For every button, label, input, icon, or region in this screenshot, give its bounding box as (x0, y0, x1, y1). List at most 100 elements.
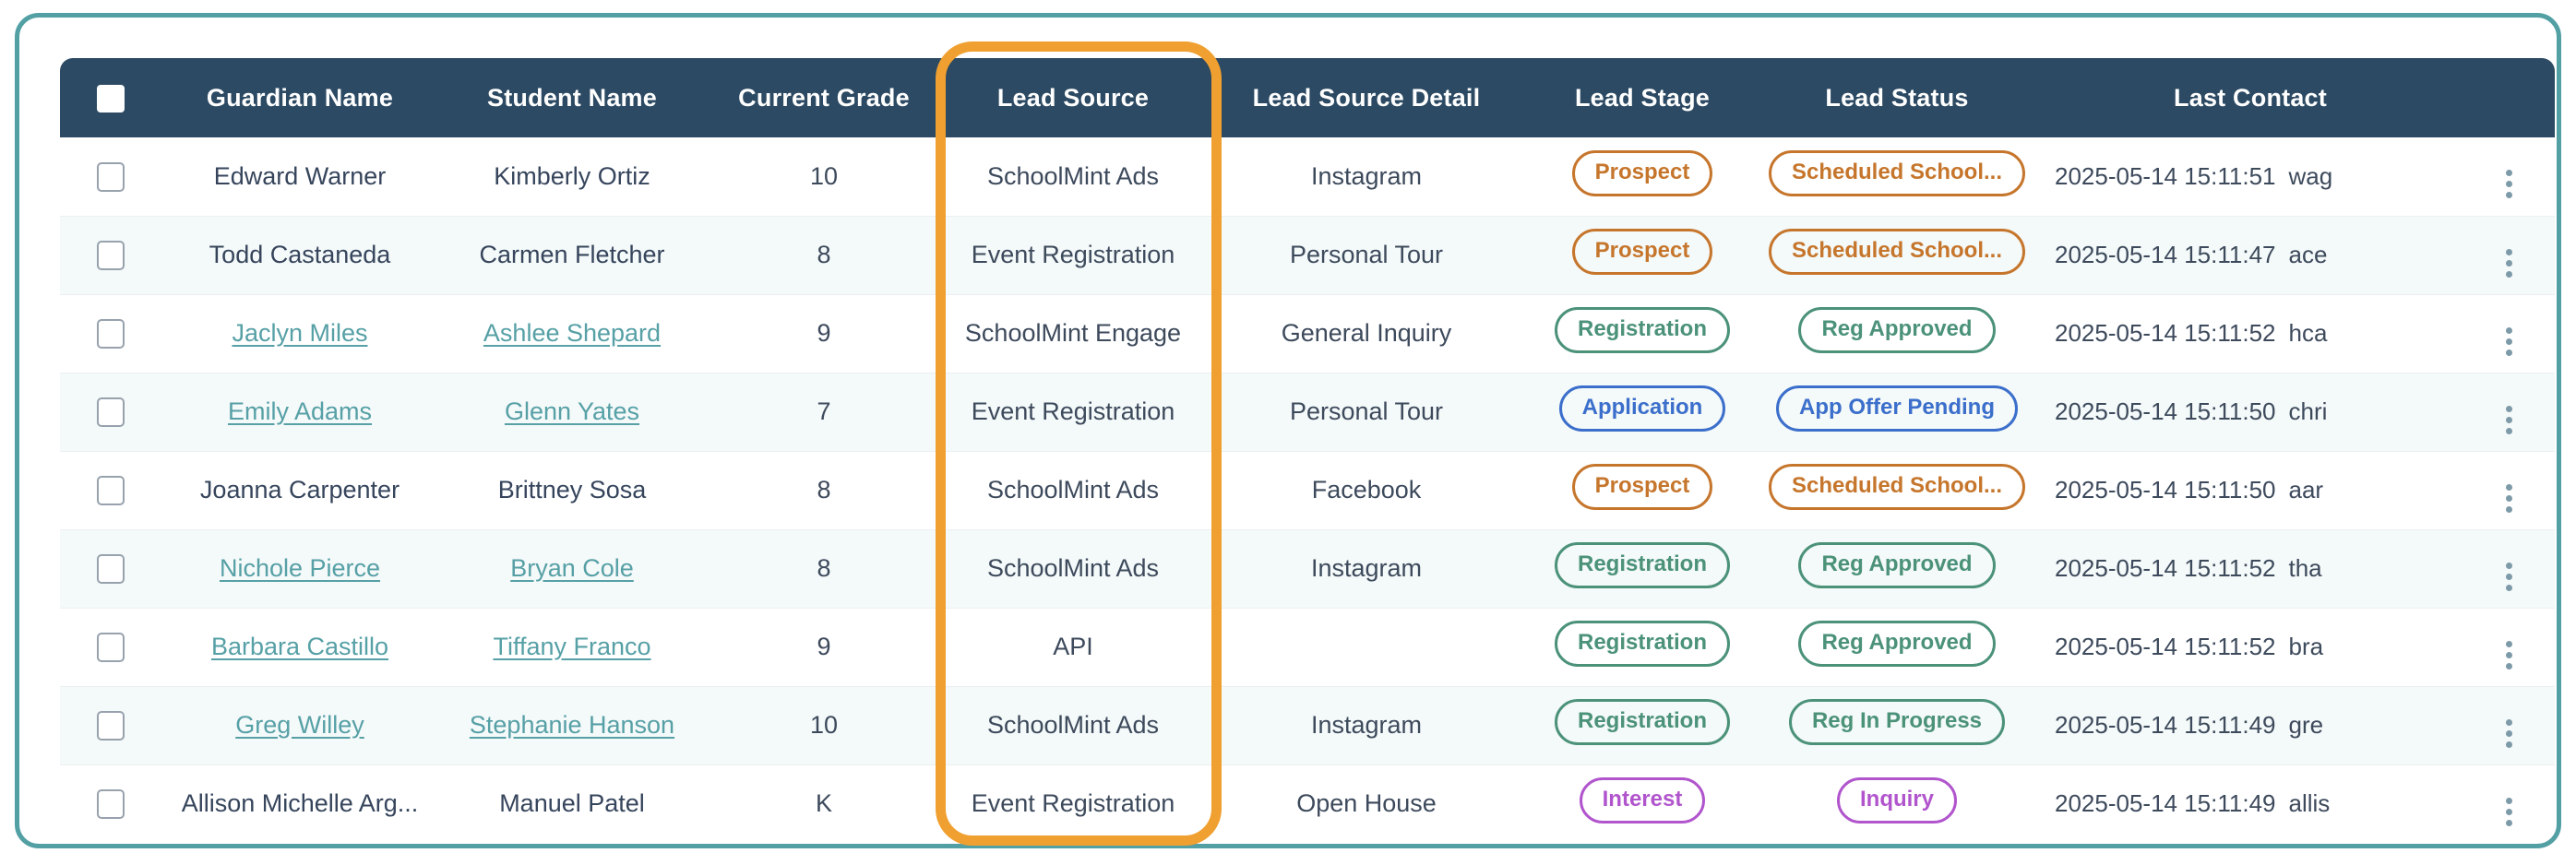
row-actions-cell[interactable] (2463, 372, 2555, 451)
guardian-name-link[interactable]: Nichole Pierce (219, 554, 381, 582)
header-last-contact[interactable]: Last Contact (2038, 58, 2463, 137)
lead-status-badge[interactable]: Reg In Progress (1788, 699, 2006, 745)
row-select-cell[interactable] (60, 764, 161, 840)
student-name[interactable]: Stephanie Hanson (438, 685, 706, 764)
select-all-checkbox[interactable] (97, 84, 125, 113)
row-actions-cell[interactable] (2463, 137, 2555, 216)
row-menu-icon[interactable] (2505, 483, 2512, 513)
row-menu-icon[interactable] (2505, 640, 2512, 669)
row-actions-cell[interactable] (2463, 685, 2555, 764)
guardian-name-link[interactable]: Greg Willey (235, 711, 364, 739)
last-contact-truncated-text: ace (2288, 241, 2328, 268)
lead-status-badge[interactable]: Inquiry (1836, 777, 1957, 824)
row-checkbox[interactable] (97, 397, 125, 427)
guardian-name-link[interactable]: Emily Adams (227, 397, 373, 425)
lead-source-detail: General Inquiry (1204, 293, 1529, 373)
student-name[interactable]: Glenn Yates (438, 372, 706, 451)
student-name-link[interactable]: Tiffany Franco (493, 633, 651, 660)
guardian-name[interactable]: Jaclyn Miles (161, 293, 438, 373)
lead-stage-badge[interactable]: Prospect (1571, 149, 1713, 196)
student-name[interactable]: Bryan Cole (438, 528, 706, 608)
row-menu-icon[interactable] (2505, 797, 2512, 826)
row-checkbox[interactable] (97, 632, 125, 662)
student-name-link[interactable]: Ashlee Shepard (483, 319, 662, 347)
lead-stage-badge[interactable]: Interest (1579, 777, 1706, 824)
lead-status-badge[interactable]: Scheduled School... (1768, 464, 2026, 510)
row-checkbox[interactable] (97, 710, 125, 741)
guardian-name[interactable]: Barbara Castillo (161, 607, 438, 686)
row-select-cell[interactable] (60, 685, 161, 764)
lead-status-badge[interactable]: Reg Approved (1798, 542, 1996, 588)
row-checkbox[interactable] (97, 318, 125, 349)
row-menu-icon[interactable] (2505, 248, 2512, 278)
row-select-cell[interactable] (60, 215, 161, 294)
student-name-link[interactable]: Bryan Cole (510, 554, 634, 582)
header-guardian-name[interactable]: Guardian Name (161, 58, 438, 137)
guardian-name[interactable]: Greg Willey (161, 685, 438, 764)
row-select-cell[interactable] (60, 607, 161, 686)
lead-status-badge[interactable]: Scheduled School... (1768, 229, 2026, 275)
guardian-name-text: Joanna Carpenter (199, 476, 400, 504)
last-contact-timestamp: 2025-05-14 15:11:50 (2055, 397, 2276, 425)
row-select-cell[interactable] (60, 372, 161, 451)
row-checkbox[interactable] (97, 161, 125, 192)
lead-source: Event Registration (942, 764, 1204, 840)
row-select-cell[interactable] (60, 137, 161, 216)
lead-stage-badge[interactable]: Registration (1554, 542, 1730, 588)
guardian-name[interactable]: Emily Adams (161, 372, 438, 451)
row-menu-icon[interactable] (2505, 405, 2512, 434)
row-select-cell[interactable] (60, 528, 161, 608)
lead-stage-badge[interactable]: Registration (1554, 621, 1730, 667)
lead-stage-badge[interactable]: Prospect (1571, 464, 1713, 510)
header-current-grade[interactable]: Current Grade (706, 58, 942, 137)
row-checkbox[interactable] (97, 553, 125, 584)
lead-status-badge[interactable]: Reg Approved (1798, 307, 1996, 353)
header-student-name[interactable]: Student Name (438, 58, 706, 137)
student-name-link[interactable]: Stephanie Hanson (469, 711, 675, 739)
student-name[interactable]: Tiffany Franco (438, 607, 706, 686)
header-lead-status[interactable]: Lead Status (1756, 58, 2038, 137)
row-checkbox[interactable] (97, 475, 125, 505)
lead-status-badge[interactable]: Scheduled School... (1768, 149, 2026, 196)
row-select-cell[interactable] (60, 293, 161, 373)
lead-stage-badge[interactable]: Registration (1554, 307, 1730, 353)
row-checkbox[interactable] (97, 240, 125, 270)
header-select-all[interactable] (60, 58, 161, 137)
header-lead-stage[interactable]: Lead Stage (1529, 58, 1756, 137)
last-contact-timestamp: 2025-05-14 15:11:52 (2055, 633, 2276, 660)
row-select-cell[interactable] (60, 450, 161, 529)
lead-status-badge[interactable]: Reg Approved (1798, 621, 1996, 667)
student-name[interactable]: Ashlee Shepard (438, 293, 706, 373)
row-menu-icon[interactable] (2505, 718, 2512, 748)
row-actions-cell[interactable] (2463, 450, 2555, 529)
header-lead-source-detail[interactable]: Lead Source Detail (1204, 58, 1529, 137)
lead-stage-badge[interactable]: Application (1558, 385, 1726, 432)
header-lead-source[interactable]: Lead Source (942, 58, 1204, 137)
lead-stage-badge[interactable]: Prospect (1571, 229, 1713, 275)
row-actions-cell[interactable] (2463, 293, 2555, 373)
row-actions-cell[interactable] (2463, 607, 2555, 686)
lead-stage-badge[interactable]: Registration (1554, 699, 1730, 745)
guardian-name-link[interactable]: Barbara Castillo (210, 633, 389, 660)
row-actions-cell[interactable] (2463, 215, 2555, 294)
row-checkbox[interactable] (97, 789, 125, 820)
row-menu-icon[interactable] (2505, 562, 2512, 591)
guardian-name-link[interactable]: Jaclyn Miles (232, 319, 368, 347)
student-name-text: Brittney Sosa (497, 476, 647, 504)
row-menu-icon[interactable] (2505, 170, 2512, 199)
student-name-link[interactable]: Glenn Yates (504, 397, 640, 425)
row-menu-icon[interactable] (2505, 326, 2512, 356)
guardian-name[interactable]: Nichole Pierce (161, 528, 438, 608)
row-actions-cell[interactable] (2463, 764, 2555, 840)
lead-status-badge[interactable]: App Offer Pending (1776, 385, 2018, 432)
row-actions-cell[interactable] (2463, 528, 2555, 608)
